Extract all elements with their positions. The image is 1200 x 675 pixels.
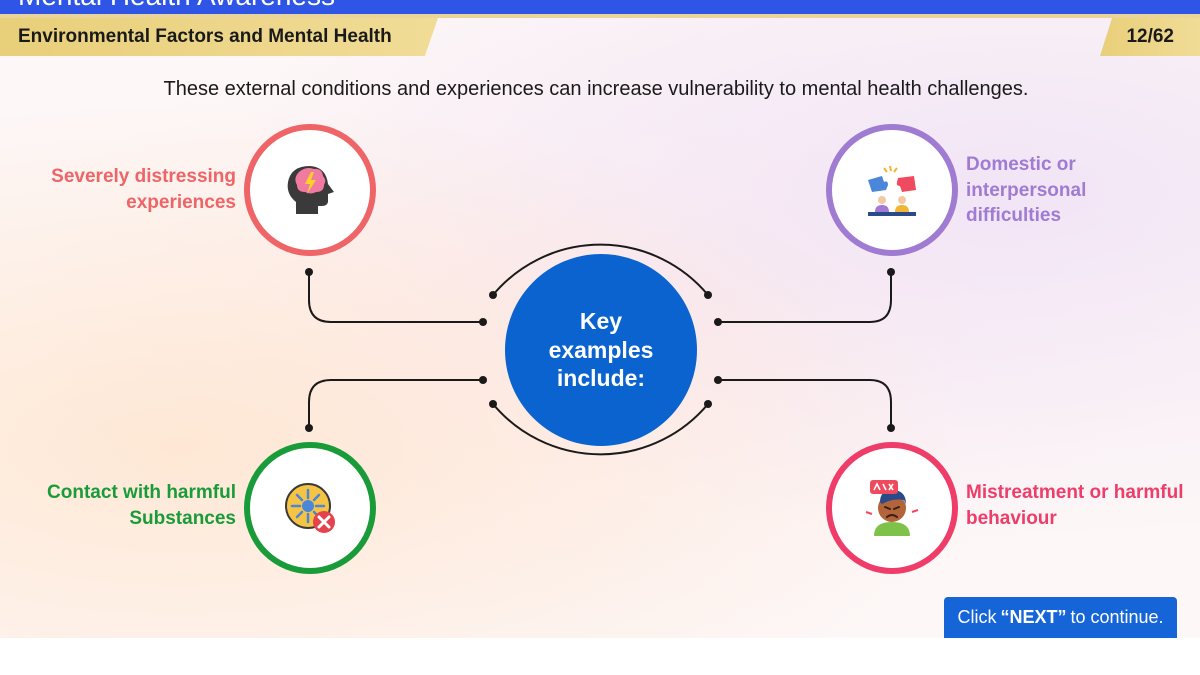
next-prompt-button[interactable]: Click “NEXT” to continue.	[944, 597, 1177, 638]
arc-top	[492, 243, 709, 296]
brain-lightning-icon	[287, 166, 334, 214]
broken-puzzle-people-icon	[868, 165, 916, 216]
center-key-examples: Key examples include:	[505, 254, 697, 446]
intro-text: These external conditions and experience…	[163, 78, 1029, 100]
item-distressing-experiences-label: Severely distressing experiences	[51, 166, 236, 213]
connector-top-left	[308, 272, 483, 323]
connector-bottom-right	[718, 379, 892, 428]
gold-divider	[0, 14, 1200, 18]
connector-bottom-left	[308, 379, 483, 428]
next-prompt-suffix: to continue.	[1070, 607, 1164, 627]
slide: Mental Health Awareness Environmental Fa…	[0, 0, 1200, 638]
top-bar: Mental Health Awareness	[0, 0, 1200, 14]
connector-lines	[305, 243, 895, 456]
connector-top-right	[718, 272, 892, 323]
toxic-substance-icon	[285, 483, 335, 533]
next-prompt-keyword: “NEXT”	[1000, 607, 1067, 627]
arc-bottom	[492, 403, 709, 456]
item-harmful-substances-label: Contact with harmful Substances	[47, 482, 236, 529]
item-harmful-substances-ring	[244, 442, 376, 574]
item-mistreatment-label: Mistreatment or harmful behaviour	[966, 482, 1184, 529]
item-distressing-experiences-ring	[244, 124, 376, 256]
next-prompt-prefix: Click	[957, 607, 997, 627]
item-domestic-difficulties-ring	[826, 124, 958, 256]
item-domestic-difficulties-label: Domestic or interpersonal difficulties	[966, 154, 1087, 227]
course-title: Mental Health Awareness	[18, 0, 335, 12]
angry-person-icon	[865, 480, 919, 536]
section-title: Environmental Factors and Mental Health	[0, 18, 438, 56]
item-mistreatment-ring	[826, 442, 958, 574]
page-indicator: 12/62	[1100, 18, 1200, 56]
